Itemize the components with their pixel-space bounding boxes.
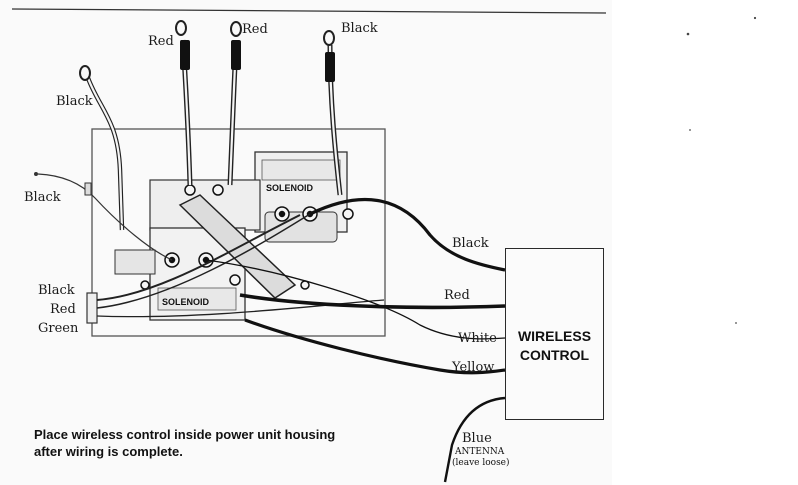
- label-antenna-note: (leave loose): [452, 458, 510, 468]
- label-control-yellow: Yellow: [452, 360, 495, 375]
- label-top-red-1: Red: [148, 34, 174, 49]
- installation-note-line1: Place wireless control inside power unit…: [34, 427, 336, 442]
- label-control-black: Black: [452, 236, 489, 251]
- label-top-black-left: Black: [56, 94, 93, 109]
- label-top-red-2: Red: [242, 22, 268, 37]
- lower-solenoid-label: SOLENOID: [162, 297, 210, 307]
- label-control-white: White: [458, 331, 497, 346]
- label-control-red: Red: [444, 288, 470, 303]
- mounting-plate: [91, 128, 386, 337]
- label-antenna-blue: Blue: [462, 431, 492, 446]
- control-wires: [205, 197, 506, 375]
- cable-lugs: [180, 40, 335, 82]
- ring-terminals: [79, 20, 335, 81]
- connecting-bar: [178, 194, 297, 299]
- label-black-thin-wire: Black: [24, 190, 61, 205]
- upper-solenoid-label: SOLENOID: [266, 183, 314, 193]
- wireless-control-line2: CONTROL: [519, 347, 590, 363]
- bundle-wires: [96, 213, 385, 318]
- upper-solenoid: [254, 151, 348, 243]
- installation-note: Place wireless control inside power unit…: [34, 426, 335, 460]
- black-thin-wire: [37, 173, 173, 261]
- blank-paper-margin: [612, 0, 798, 485]
- wireless-control-line1: WIRELESS: [517, 328, 592, 344]
- bundle-connector: [86, 292, 98, 324]
- label-top-black-right: Black: [341, 21, 378, 36]
- label-antenna: ANTENNA: [455, 447, 505, 457]
- label-bundle-red: Red: [50, 302, 76, 317]
- installation-note-line2: after wiring is complete.: [34, 444, 183, 459]
- wireless-control-box: WIRELESS CONTROL: [505, 248, 604, 420]
- label-bundle-green: Green: [38, 321, 79, 336]
- label-bundle-black: Black: [38, 283, 75, 298]
- antenna-wire: [443, 396, 506, 483]
- top-border-line: [11, 8, 607, 14]
